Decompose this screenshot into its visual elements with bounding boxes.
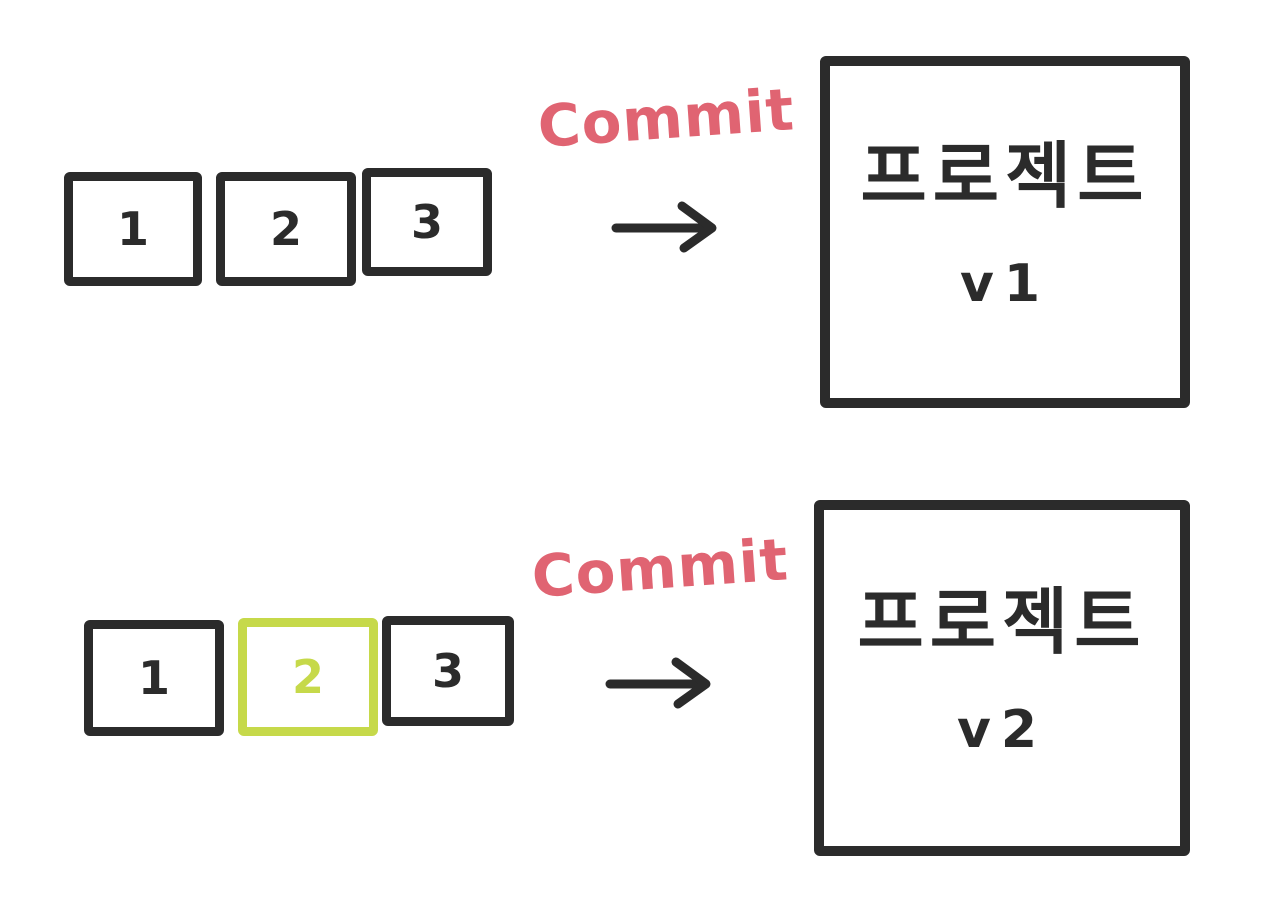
file-box-2-changed: 2 xyxy=(238,618,378,736)
file-label: 3 xyxy=(431,644,464,698)
project-box-v1: 프로젝트 v1 xyxy=(820,56,1190,408)
file-box-3: 3 xyxy=(382,616,514,726)
file-label: 2 xyxy=(291,650,324,704)
file-label: 1 xyxy=(116,202,149,256)
file-label: 2 xyxy=(269,202,302,256)
project-version: v1 xyxy=(959,254,1051,314)
file-box-3: 3 xyxy=(362,168,492,276)
project-title: 프로젝트 xyxy=(857,580,1147,664)
file-box-1: 1 xyxy=(84,620,224,736)
file-box-2: 2 xyxy=(216,172,356,286)
file-box-1: 1 xyxy=(64,172,202,286)
project-box-v2: 프로젝트 v2 xyxy=(814,500,1190,856)
arrow-right-icon xyxy=(605,657,711,709)
file-label: 3 xyxy=(410,195,443,249)
project-version: v2 xyxy=(956,700,1048,760)
commit-label: Commit xyxy=(535,75,797,161)
project-title: 프로젝트 xyxy=(860,134,1150,218)
arrow-right-icon xyxy=(611,201,717,253)
commit-label: Commit xyxy=(529,525,791,611)
file-label: 1 xyxy=(137,651,170,705)
